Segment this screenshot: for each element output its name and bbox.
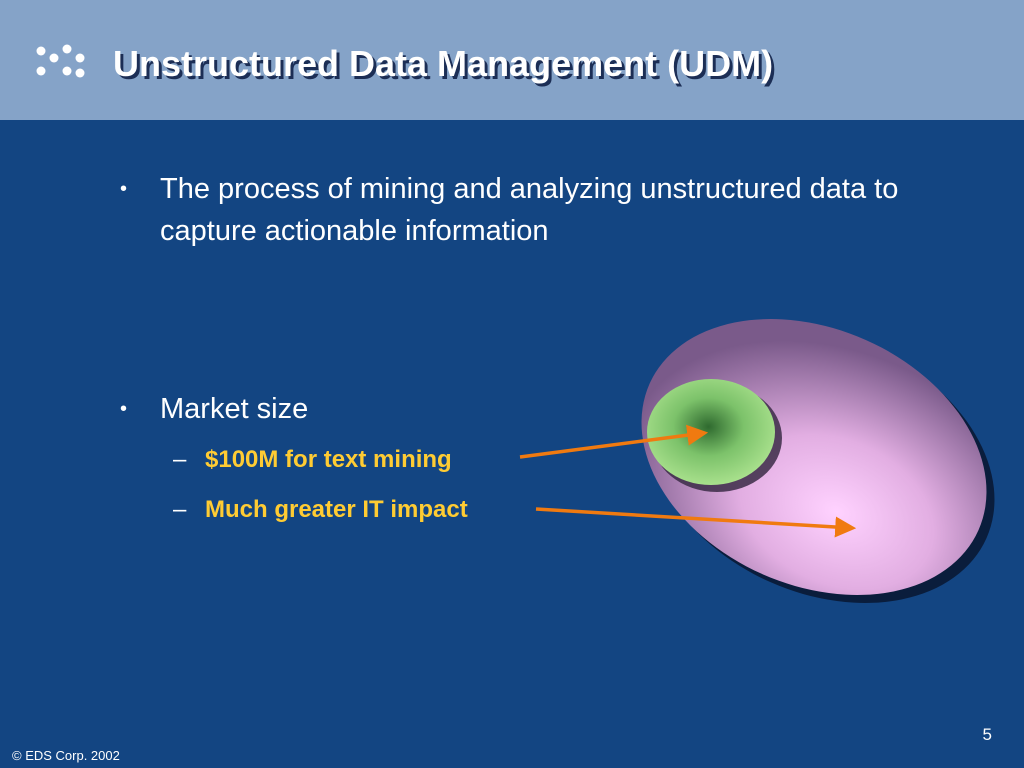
bullet-icon: • <box>120 178 128 200</box>
slide-title: Unstructured Data Management (UDM) <box>113 43 774 84</box>
dots-logo-icon <box>36 44 85 78</box>
small-ellipse-text-mining <box>647 379 775 485</box>
arrow-text-mining <box>519 424 709 459</box>
copyright-notice: © EDS Corp. 2002 <box>12 748 120 763</box>
bullet-market-size-text: Market size <box>160 393 309 425</box>
dash-icon: – <box>173 446 187 473</box>
title-bar: Unstructured Data Management (UDM) <box>0 0 1024 120</box>
sub-bullet-text-mining-text: $100M for text mining <box>205 446 452 473</box>
bullet-icon: • <box>120 398 128 420</box>
page-number: 5 <box>982 725 992 744</box>
bullet-definition: • The process of mining and analyzing un… <box>120 168 960 252</box>
sub-bullet-text-mining: – $100M for text mining <box>173 446 452 474</box>
bullet-market-size: • Market size <box>120 388 560 430</box>
arrow-it-impact <box>535 507 857 538</box>
dash-icon: – <box>173 496 187 523</box>
sub-bullet-it-impact-text: Much greater IT impact <box>205 496 468 523</box>
bullet-definition-text: The process of mining and analyzing unst… <box>160 173 899 247</box>
sub-bullet-it-impact: – Much greater IT impact <box>173 496 468 524</box>
